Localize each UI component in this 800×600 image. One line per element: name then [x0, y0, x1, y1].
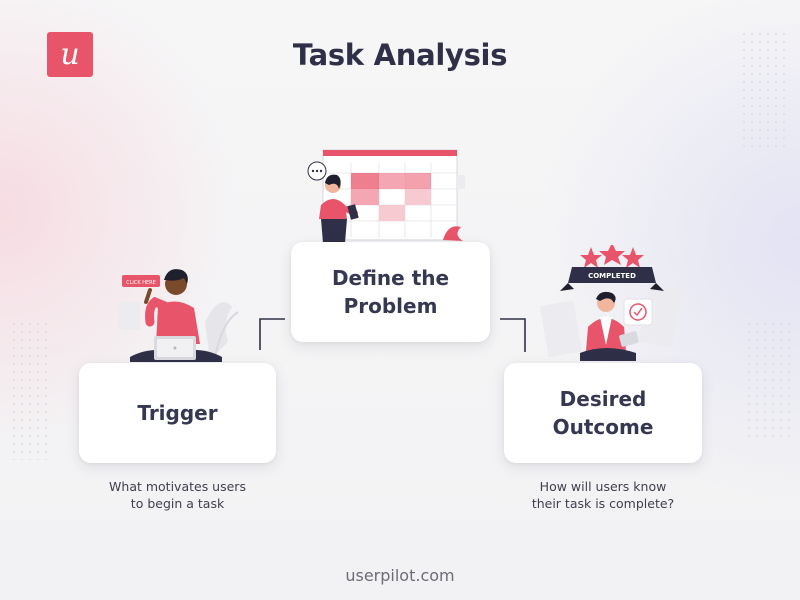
- step-description-trigger: What motivates users to begin a task: [109, 479, 246, 511]
- click-here-badge-text: CLICK HERE: [126, 280, 156, 286]
- page-title: Task Analysis: [292, 38, 508, 72]
- completed-banner-text: COMPLETED: [588, 272, 636, 280]
- step-title-trigger: Trigger: [137, 401, 218, 425]
- step-title-define-the-problem: Define the Problem: [331, 266, 450, 318]
- person-with-tablet-icon: COMPLETED: [540, 245, 684, 361]
- step-title-desired-outcome: Desired Outcome: [552, 387, 654, 439]
- person-with-laptop-icon: CLICK HERE: [118, 269, 239, 362]
- footer-url: userpilot.com: [345, 566, 455, 585]
- person-presenting-chart-icon: [307, 149, 465, 243]
- connector-trigger-define: [259, 318, 285, 350]
- step-card-define-the-problem: Define the Problem: [291, 242, 490, 342]
- step-card-trigger: Trigger: [79, 363, 276, 463]
- step-card-desired-outcome: Desired Outcome: [504, 363, 702, 463]
- userpilot-logo: u: [47, 32, 93, 77]
- dot-pattern: [745, 320, 790, 440]
- dot-pattern: [10, 320, 50, 460]
- dot-pattern: [740, 30, 790, 150]
- step-description-desired-outcome: How will users know their task is comple…: [531, 479, 675, 511]
- connector-define-outcome: [500, 318, 526, 352]
